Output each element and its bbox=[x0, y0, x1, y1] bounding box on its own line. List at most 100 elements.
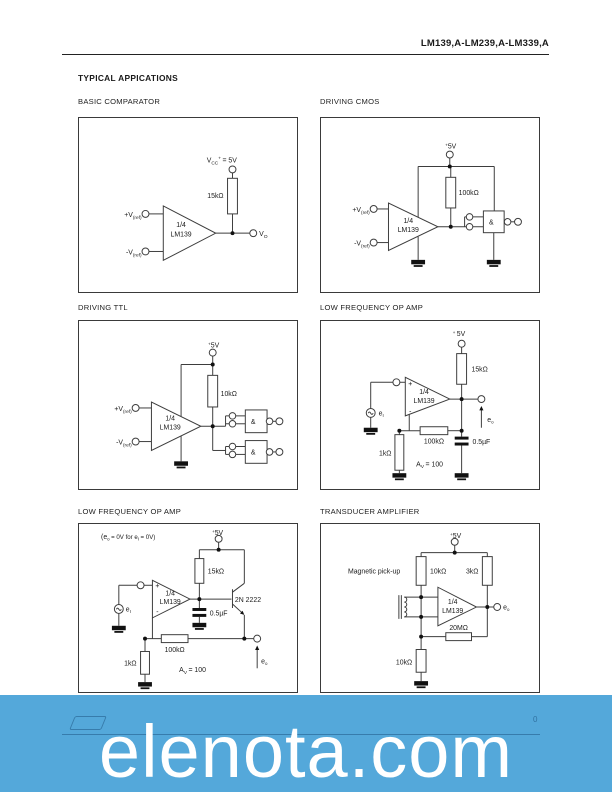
basic-comparator-diagram: VCC+= 5V 15kΩ 1/4 LM139 +V(ref) -V(ref) … bbox=[124, 157, 268, 262]
input-terminal-icon bbox=[136, 581, 145, 590]
circuit-title-transducer-amp: TRANSDUCER AMPLIFIER bbox=[320, 507, 420, 516]
ground-icon bbox=[454, 473, 469, 481]
resistor-label: 15kΩ bbox=[208, 568, 224, 575]
junction-dot bbox=[143, 636, 147, 641]
vcc-terminal-icon bbox=[228, 165, 237, 174]
capacitor-label: 0.5µF bbox=[472, 439, 490, 446]
ground-icon bbox=[138, 682, 152, 690]
sine-icon bbox=[115, 607, 122, 611]
resistor-symbol bbox=[445, 632, 472, 642]
resistor-symbol bbox=[481, 556, 493, 586]
gate-label: & bbox=[489, 220, 494, 227]
junction-dot bbox=[210, 424, 215, 429]
junction-dot bbox=[452, 550, 457, 555]
circuit-title-basic-comparator: BASIC COMPARATOR bbox=[78, 97, 161, 106]
input-terminal-icon bbox=[369, 238, 378, 247]
junction-dot bbox=[459, 428, 464, 433]
arrow-up-icon bbox=[255, 645, 260, 650]
resistor-symbol bbox=[140, 650, 150, 675]
junction-dot bbox=[230, 231, 235, 236]
ground-icon bbox=[111, 625, 126, 633]
circuit-lf-opamp-1: +5V 15kΩ 1/4 LM139 + - eI 100kΩ 0.5µF 1k… bbox=[320, 320, 540, 490]
vref-minus-label: -V(ref) bbox=[116, 440, 132, 449]
output-label: eo bbox=[487, 417, 494, 425]
junction-dot bbox=[197, 597, 202, 602]
ground-icon bbox=[392, 473, 407, 481]
resistor-symbol bbox=[415, 649, 427, 673]
resistor-symbol bbox=[207, 374, 219, 408]
opamp-symbol bbox=[387, 202, 440, 252]
output-label: eo bbox=[261, 658, 268, 666]
circuit-transducer-amplifier: +5V Magnetic pick-up 10kΩ 3kΩ 1/4 LM139 … bbox=[320, 523, 540, 693]
header-rule bbox=[62, 54, 549, 55]
emitter-arrow-icon bbox=[239, 610, 245, 615]
and-gate-symbol bbox=[244, 409, 268, 434]
amp-fraction-label: 1/4 bbox=[165, 415, 175, 422]
gate-input-icon bbox=[228, 412, 237, 420]
gate-input-icon bbox=[228, 442, 237, 451]
input-terminal-icon bbox=[141, 209, 150, 218]
lf-opamp-diagram: +5V 15kΩ 1/4 LM139 + - eI 100kΩ 0.5µF 1k… bbox=[363, 330, 494, 481]
ground-icon bbox=[363, 427, 378, 435]
gate-bubble-icon bbox=[265, 448, 274, 456]
page-title: LM139,A-LM239,A-LM339,A bbox=[420, 38, 549, 49]
ground-icon bbox=[192, 622, 207, 630]
supply-terminal-icon bbox=[450, 537, 459, 546]
capacitor-label: 0.5µF bbox=[210, 610, 228, 617]
opamp-symbol bbox=[162, 205, 217, 262]
and-gate-symbol bbox=[244, 440, 268, 464]
amp-name-label: LM139 bbox=[442, 608, 463, 615]
resistor-symbol bbox=[456, 353, 468, 385]
capacitor-icon bbox=[192, 608, 207, 611]
circuit-title-driving-ttl: DRIVING TTL bbox=[78, 303, 128, 312]
minus-input-label: - bbox=[156, 609, 158, 616]
junction-dot bbox=[242, 636, 247, 641]
amp-fraction-label: 1/4 bbox=[448, 599, 458, 606]
source-label: eI bbox=[126, 606, 131, 614]
capacitor-icon bbox=[454, 442, 469, 446]
input-terminal-icon bbox=[131, 404, 140, 412]
vo-label: VO bbox=[259, 231, 268, 240]
amp-fraction-label: 1/4 bbox=[176, 222, 186, 229]
transistor-label: 2N 2222 bbox=[235, 597, 261, 604]
amp-name-label: LM139 bbox=[414, 398, 435, 405]
arrow-up-icon bbox=[479, 405, 484, 411]
output-terminal-icon bbox=[249, 229, 258, 238]
supply-label: +5V bbox=[212, 529, 223, 537]
amp-fraction-label: 1/4 bbox=[403, 218, 413, 225]
opamp-symbol bbox=[404, 376, 452, 417]
output-terminal-icon bbox=[514, 217, 522, 226]
ground-icon bbox=[174, 461, 188, 469]
vref-plus-label: +V(ref) bbox=[114, 406, 132, 415]
junction-dot bbox=[216, 547, 221, 552]
minus-input-label: - bbox=[409, 408, 411, 415]
gate-label: & bbox=[251, 419, 256, 426]
junction-dot bbox=[419, 634, 424, 639]
resistor-symbol bbox=[160, 634, 189, 644]
junction-dot bbox=[210, 362, 215, 367]
gate-bubble-icon bbox=[503, 218, 512, 226]
amp-name-label: LM139 bbox=[171, 232, 192, 239]
section-title: TYPICAL APPICATIONS bbox=[78, 73, 179, 83]
input-terminal-icon bbox=[392, 378, 401, 387]
output-terminal-icon bbox=[275, 417, 284, 426]
feedback-resistor-label: 100kΩ bbox=[165, 647, 185, 654]
watermark-text: elenota.com bbox=[98, 710, 514, 792]
watermark-banner: 0 elenota.com bbox=[0, 695, 612, 792]
input-terminal-icon bbox=[131, 437, 140, 446]
resistor-symbol bbox=[394, 434, 405, 471]
supply-label: +5V bbox=[445, 143, 456, 151]
gate-label: & bbox=[251, 450, 256, 457]
amp-name-label: LM139 bbox=[160, 599, 181, 606]
input-terminal-icon bbox=[141, 247, 150, 256]
feedback-resistor-label: 100kΩ bbox=[424, 439, 444, 446]
ground-icon bbox=[411, 259, 426, 267]
output-terminal-icon bbox=[275, 447, 284, 456]
capacitor-icon bbox=[454, 436, 469, 440]
gain-label: AV= 100 bbox=[179, 667, 206, 676]
pickup-label: Magnetic pick-up bbox=[348, 568, 400, 575]
driving-cmos-diagram: +5V 100kΩ 1/4 LM139 +V(ref) -V(ref) & bbox=[352, 143, 522, 267]
output-terminal-icon bbox=[493, 603, 502, 611]
plus-input-label: + bbox=[155, 583, 159, 590]
resistor-label: 3kΩ bbox=[466, 568, 478, 575]
